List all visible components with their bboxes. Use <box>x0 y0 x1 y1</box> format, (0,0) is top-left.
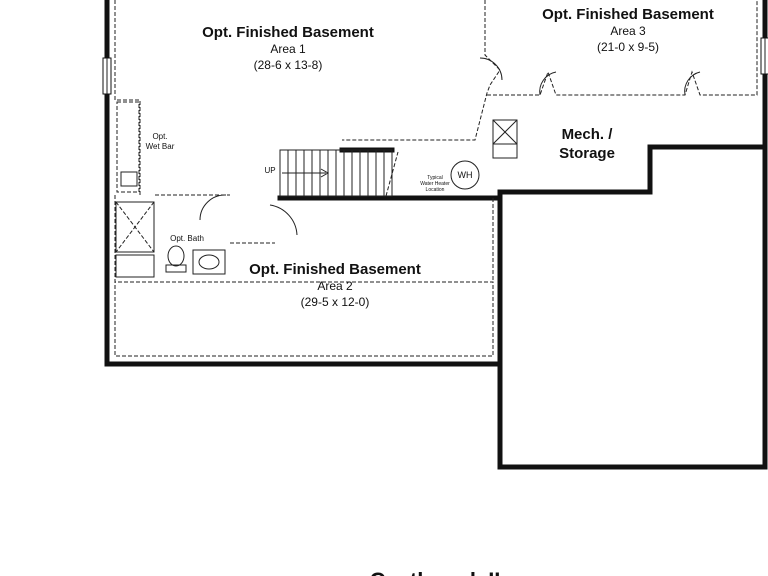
area-3-title: Opt. Finished Basement <box>542 6 714 23</box>
stairs[interactable] <box>279 149 399 197</box>
water-heater-label: WH <box>458 170 473 180</box>
window-right <box>760 37 768 75</box>
wet-bar-label-1: Opt. <box>152 132 167 141</box>
area-2-dims: (29-5 x 12-0) <box>301 295 370 309</box>
mech-storage-label: Mech. / Storage <box>559 126 615 162</box>
area-1-dims: (28-6 x 13-8) <box>254 58 323 72</box>
bath-fixtures <box>115 201 226 278</box>
area-2-title: Opt. Finished Basement <box>249 261 421 278</box>
stair-up-label: UP <box>264 166 275 175</box>
window-left <box>102 57 112 95</box>
bath-label: Opt. Bath <box>170 234 204 243</box>
area-1-subtitle: Area 1 <box>270 42 306 56</box>
room-area-1-label: Opt. Finished Basement Area 1 (28-6 x 13… <box>202 24 374 72</box>
door-swings <box>199 57 701 236</box>
mech-line-2: Storage <box>559 145 615 162</box>
plan-name: Castlerock II <box>370 568 501 576</box>
wet-bar <box>116 101 140 193</box>
water-heater-note-1: Typical <box>427 175 443 181</box>
mech-line-1: Mech. / <box>562 126 614 143</box>
water-heater-note-3: Location <box>426 187 445 193</box>
area-2-subtitle: Area 2 <box>317 279 353 293</box>
wet-bar-label-2: Wet Bar <box>146 142 175 151</box>
furnace-symbol <box>492 119 518 159</box>
room-area-3-label: Opt. Finished Basement Area 3 (21-0 x 9-… <box>542 6 714 54</box>
water-heater-symbol <box>450 160 480 190</box>
exterior-walls <box>104 0 768 470</box>
water-heater-note-2: Water Heater <box>420 181 450 187</box>
area-3-subtitle: Area 3 <box>610 24 646 38</box>
area-3-dims: (21-0 x 9-5) <box>597 40 659 54</box>
room-area-2-label: Opt. Finished Basement Area 2 (29-5 x 12… <box>249 261 421 309</box>
area-1-title: Opt. Finished Basement <box>202 24 374 41</box>
